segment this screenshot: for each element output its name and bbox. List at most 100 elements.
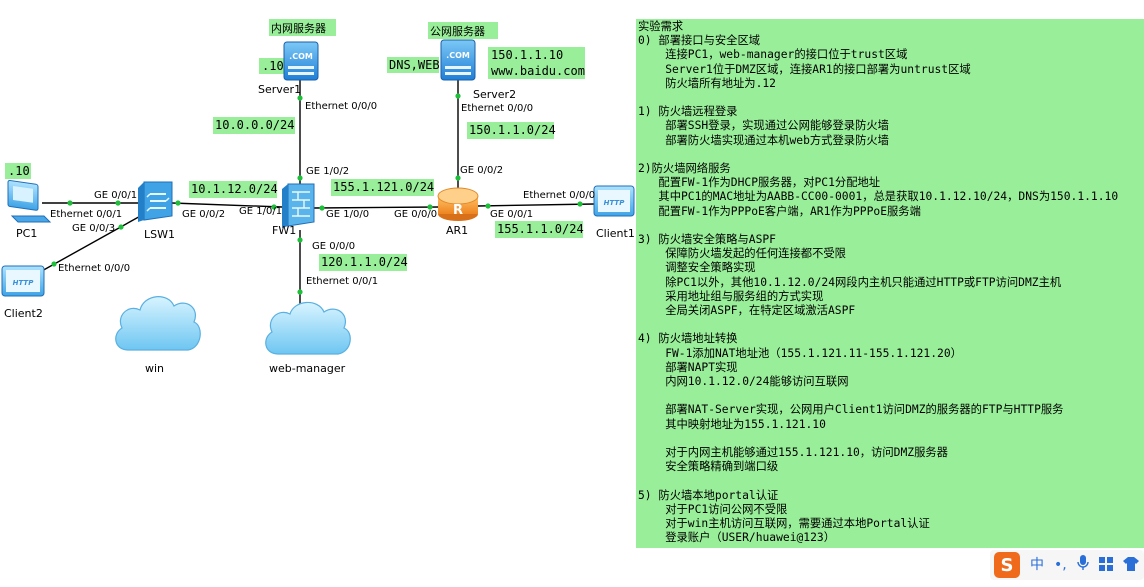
requirement-line: 内网10.1.12.0/24能够访问互联网 [638, 375, 849, 389]
server2-ip: 150.1.1.10 [491, 48, 563, 62]
port-mgmt-nic: Ethernet 0/0/1 [306, 276, 378, 287]
requirement-line: 调整安全策略实现 [638, 261, 756, 275]
requirement-line: 部署NAPT实现 [638, 360, 738, 374]
link-lsw1-client2 [39, 213, 145, 273]
pc1-icon[interactable] [7, 180, 52, 223]
requirements-title: 实验需求 [638, 20, 684, 33]
port-dots [51, 93, 583, 295]
requirement-line: 2)防火墙网络服务 [638, 162, 731, 176]
server2-label: Server2 [473, 88, 516, 101]
port-fw-sw: GE 1/0/1 [239, 206, 282, 217]
fw1-label: FW1 [272, 224, 296, 237]
grid-icon[interactable] [1098, 556, 1113, 575]
port-sw-fw: GE 0/0/2 [182, 209, 225, 220]
net-server1: 10.0.0.0/24 [215, 118, 294, 132]
requirement-line: 保障防火墙发起的任何连接都不受限 [638, 247, 846, 261]
fw1-icon[interactable] [282, 183, 315, 228]
requirement-line [638, 318, 1144, 332]
requirement-line [638, 219, 1144, 233]
port-client1-nic: Ethernet 0/0/0 [523, 190, 595, 201]
requirement-line: Server1位于DMZ区域，连接AR1的接口部署为untrust区域 [638, 62, 971, 76]
link-fw1-ar1 [313, 206, 441, 209]
port-sw-client2: GE 0/0/3 [72, 223, 115, 234]
port-client2-nic: Ethernet 0/0/0 [58, 263, 130, 274]
cloud-win-icon[interactable] [115, 296, 201, 351]
link-ar1-client1 [477, 203, 595, 207]
requirement-line: 其中PC1的MAC地址为AABB-CC00-0001，总是获取10.1.12.1… [638, 190, 1119, 204]
net-mgmt: 120.1.1.0/24 [321, 255, 408, 269]
requirement-line: 0) 部署接口与安全区域 [638, 34, 761, 48]
port-fw-mgmt: GE 0/0/0 [312, 241, 355, 252]
pc1-host-addr: .10 [8, 164, 30, 178]
mic-icon[interactable] [1077, 555, 1089, 575]
requirement-line: 配置FW-1作为PPPoE客户端，AR1作为PPPoE服务端 [638, 204, 921, 218]
requirement-line: 对于PC1访问公网不受限 [638, 502, 788, 516]
ar1-icon[interactable]: R [437, 187, 479, 221]
requirement-line [638, 389, 1144, 403]
cloud-webmanager-label: web-manager [269, 362, 346, 375]
port-fw-server1: GE 1/0/2 [306, 166, 349, 177]
requirement-line: 安全策略精确到端口级 [638, 460, 779, 474]
ime-punct-toggle[interactable]: •, [1054, 557, 1067, 573]
requirement-line [638, 148, 1144, 162]
requirement-line: 连接PC1，web-manager的接口位于trust区域 [638, 48, 908, 62]
requirement-line: 其中映射地址为155.1.121.10 [638, 417, 826, 431]
client1-icon[interactable]: HTTP [593, 185, 635, 217]
lsw1-icon[interactable] [138, 181, 173, 222]
requirement-line: 配置FW-1作为DHCP服务器，对PC1分配地址 [638, 176, 881, 190]
shirt-icon[interactable] [1122, 556, 1139, 575]
pc1-label: PC1 [16, 227, 37, 240]
server2-badge: .COM [446, 51, 470, 60]
cloud-win-label: win [145, 362, 164, 375]
zone-public-server: 公网服务器 [430, 25, 485, 38]
ime-logo[interactable]: S [994, 552, 1020, 578]
ar1-label: AR1 [446, 224, 468, 237]
requirement-line: 4) 防火墙地址转换 [638, 332, 738, 346]
requirement-line: 3) 防火墙安全策略与ASPF [638, 233, 776, 247]
port-ar-fw: GE 0/0/0 [394, 209, 437, 220]
requirement-line: 采用地址组与服务组的方式实现 [638, 289, 824, 303]
net-server2: 150.1.1.0/24 [469, 123, 556, 137]
requirement-line: 部署NAT-Server实现，公网用户Client1访问DMZ的服务器的FTP与… [638, 403, 1064, 417]
requirement-line: FW-1添加NAT地址池（155.1.121.11-155.1.121.20） [638, 346, 962, 360]
link-lsw1-fw1 [171, 202, 283, 208]
server1-host-addr: .10 [262, 59, 284, 73]
requirement-line: 对于win主机访问互联网，需要通过本地Portal认证 [638, 517, 930, 531]
requirement-line: 部署防火墙实现通过本机web方式登录防火墙 [638, 133, 889, 147]
client2-badge: HTTP [13, 279, 35, 287]
server1-badge: .COM [289, 52, 313, 61]
port-server1-nic: Ethernet 0/0/0 [305, 101, 377, 112]
net-client1: 155.1.1.0/24 [497, 222, 584, 236]
port-ar-client1: GE 0/0/1 [490, 209, 533, 220]
server2-icon[interactable]: .COM [440, 39, 476, 81]
ime-mode-toggle[interactable]: 中 [1030, 557, 1044, 573]
port-pc1-nic: Ethernet 0/0/1 [50, 209, 122, 220]
ime-toolbar[interactable]: S 中 •, [990, 550, 1144, 580]
cloud-webmanager-icon[interactable] [265, 301, 351, 355]
requirement-line [638, 432, 1144, 446]
requirement-line [638, 91, 1144, 105]
server1-icon[interactable]: .COM [283, 41, 319, 81]
server2-role: DNS,WEB [389, 58, 440, 72]
zone-intranet-server: 内网服务器 [271, 21, 326, 35]
requirement-line: 登录账户（USER/huawei@123） [638, 531, 836, 545]
requirements-lines: 0) 部署接口与安全区域 连接PC1，web-manager的接口位于trust… [638, 34, 1144, 545]
requirement-line: 5) 防火墙本地portal认证 [638, 488, 779, 502]
client1-badge: HTTP [604, 199, 626, 207]
port-ar-server2: GE 0/0/2 [460, 165, 503, 176]
port-pc1-sw: GE 0/0/1 [94, 190, 137, 201]
net-fw-ar: 155.1.121.0/24 [333, 180, 434, 194]
address-label-boxes [5, 19, 585, 271]
net-lan: 10.1.12.0/24 [191, 182, 278, 196]
requirement-line [638, 475, 1144, 489]
svg-text:R: R [453, 203, 463, 218]
port-fw-ar: GE 1/0/0 [326, 209, 369, 220]
client1-label: Client1 [596, 227, 635, 240]
lsw1-label: LSW1 [144, 228, 175, 241]
requirement-line: 防火墙所有地址为.12 [638, 76, 776, 90]
requirement-line: 对于内网主机能够通过155.1.121.10，访问DMZ服务器 [638, 446, 948, 460]
requirement-line: 除PC1以外，其他10.1.12.0/24网段内主机只能通过HTTP或FTP访问… [638, 275, 1062, 289]
requirement-line: 1) 防火墙远程登录 [638, 105, 738, 119]
client2-icon[interactable]: HTTP [1, 265, 45, 297]
